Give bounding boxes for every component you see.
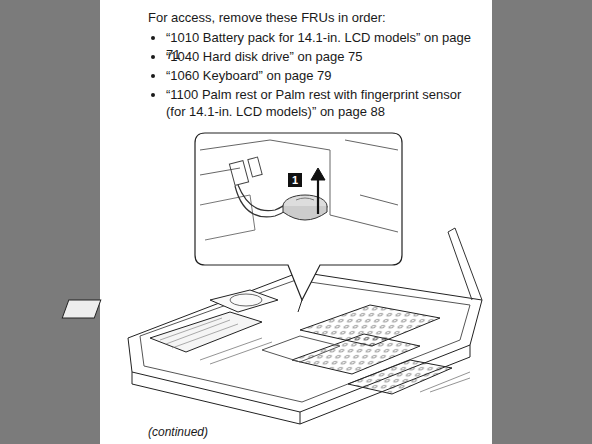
bullet [151,74,155,78]
bullet [151,55,155,59]
intro-text: For access, remove these FRUs in order: [148,9,478,26]
fru-item: “1040 Hard disk drive” on page 75 [166,48,486,65]
bullet [151,36,155,40]
bullet [151,93,155,97]
fru-item: “1100 Palm rest or Palm rest with finger… [166,86,484,120]
continued-note: (continued) [148,424,348,441]
callout-number: 1 [288,173,302,187]
fru-item: “1060 Keyboard” on page 79 [166,67,486,84]
